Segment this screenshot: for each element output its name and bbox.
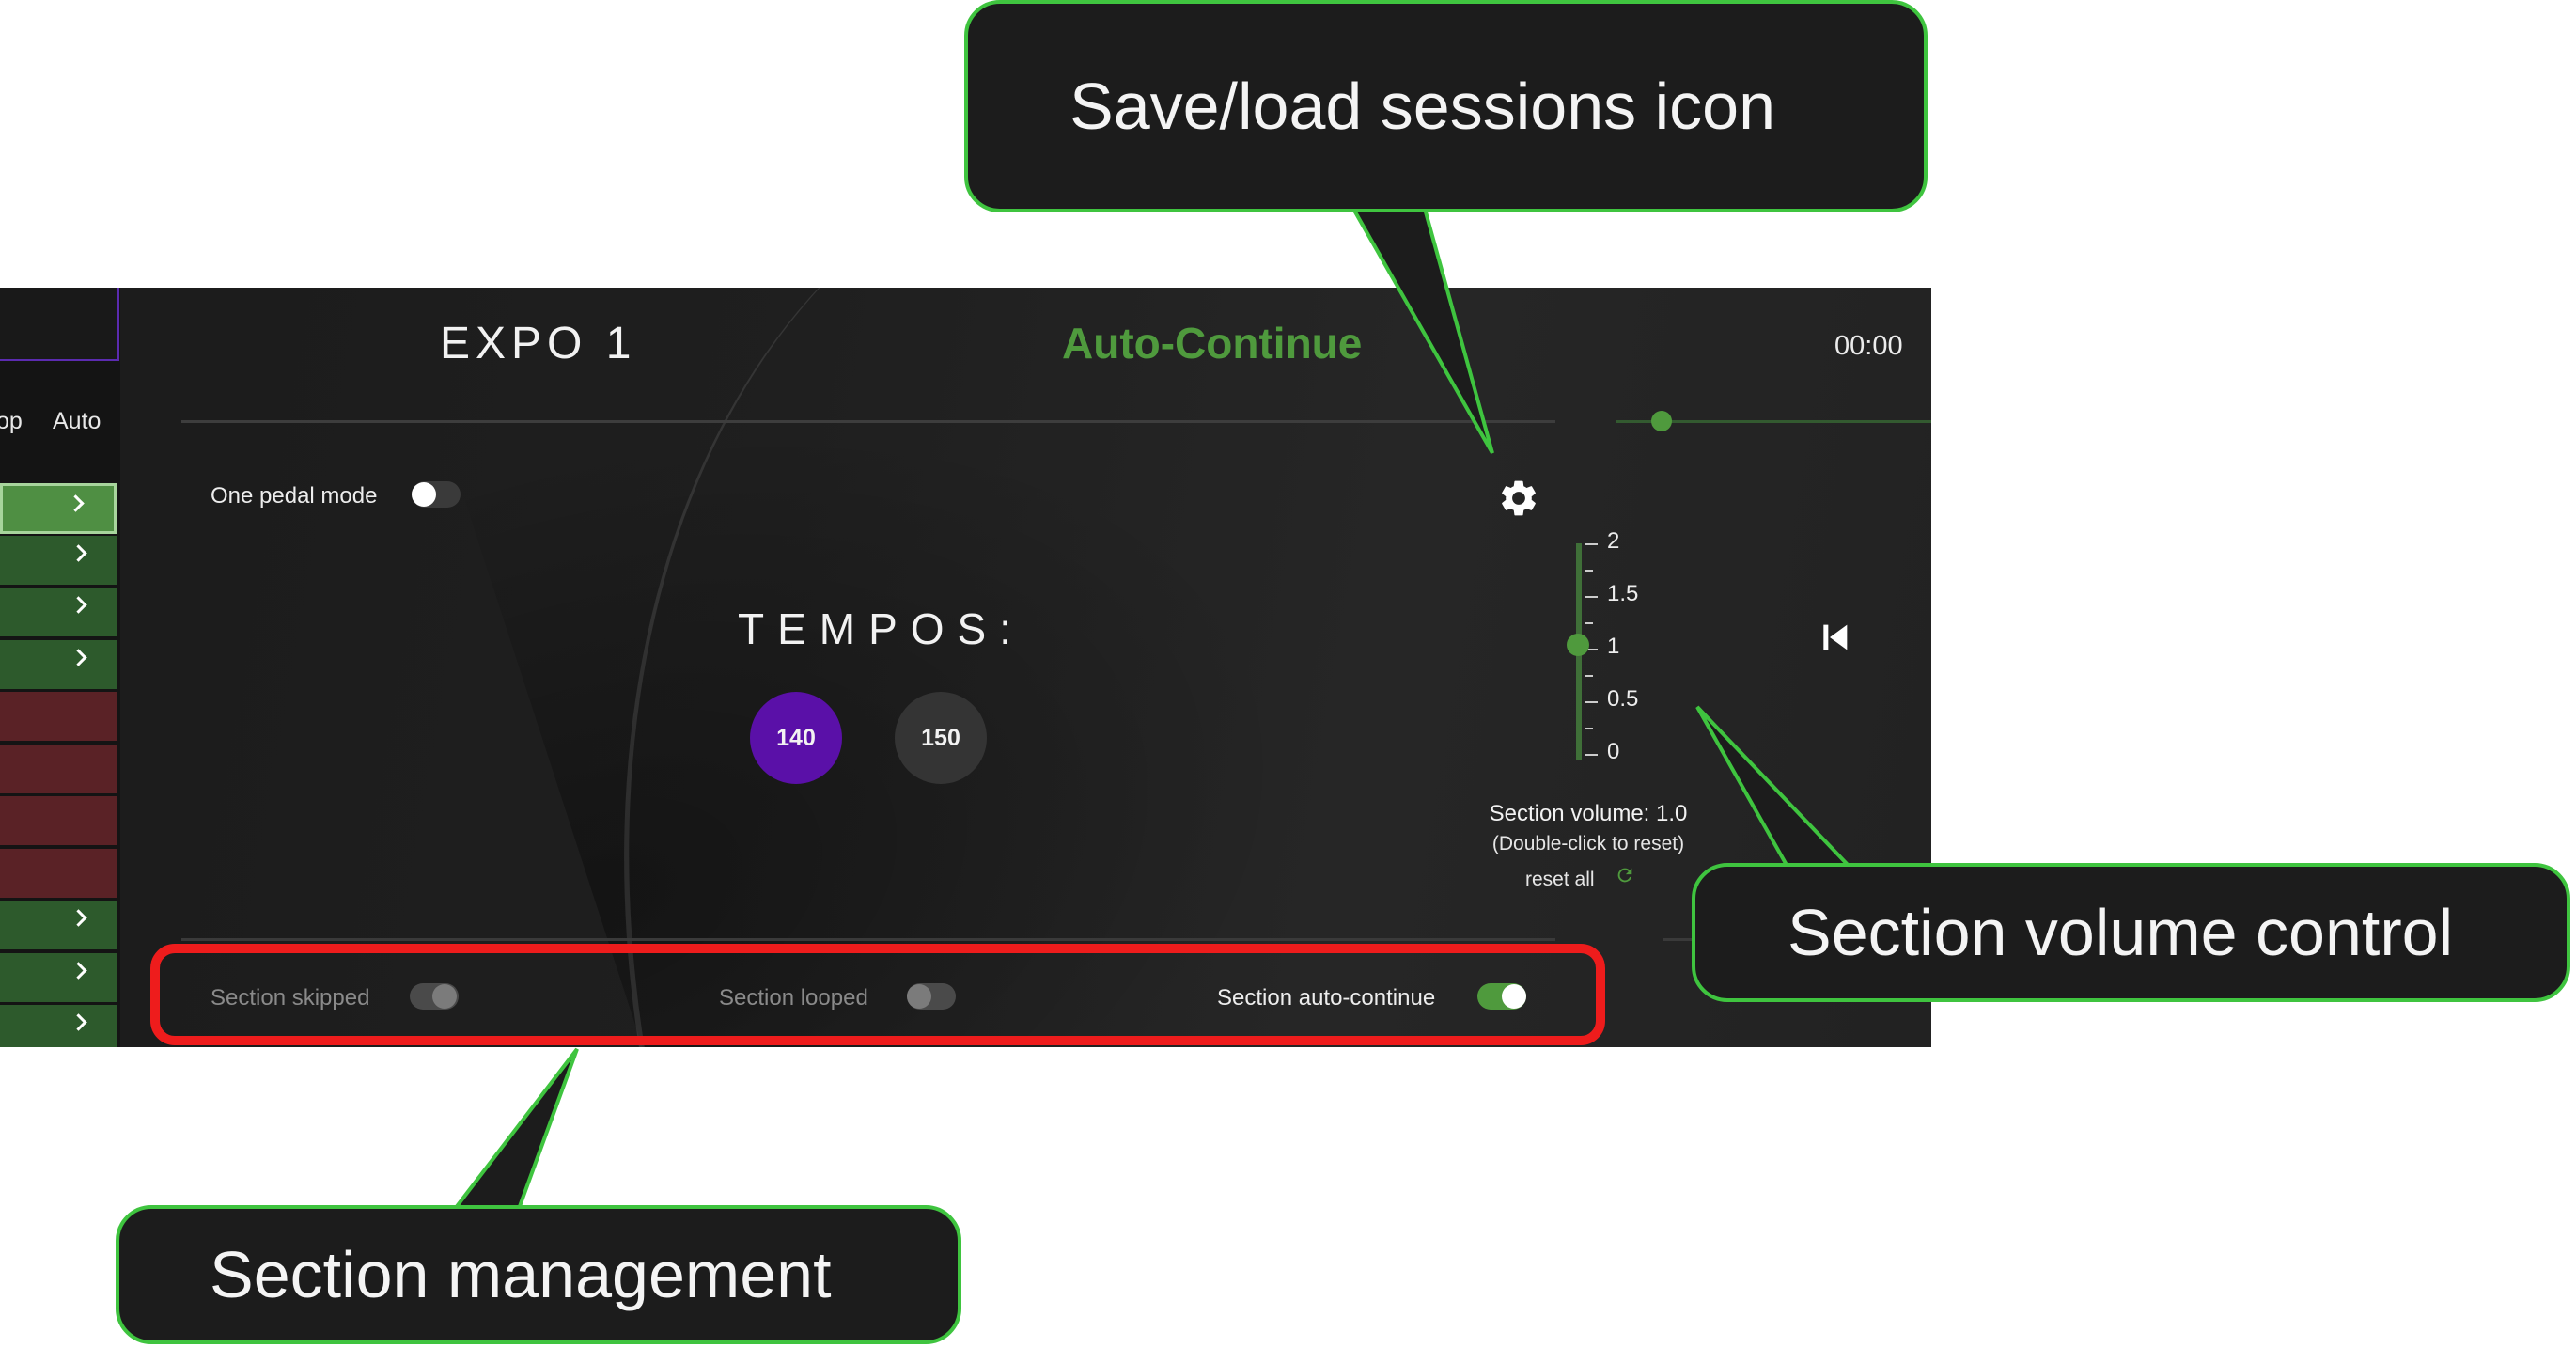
timer: 00:00 [1834, 331, 1903, 361]
section-management-highlight [150, 944, 1605, 1045]
sidebar-row[interactable] [0, 796, 117, 848]
callout-section-management: Section management [116, 1205, 961, 1344]
volume-tick-label: 0.5 [1607, 686, 1639, 712]
chevron-right-icon [70, 909, 87, 927]
chevron-right-icon [70, 543, 87, 562]
volume-tick-label: 0 [1607, 739, 1620, 764]
skip-back-icon[interactable] [1816, 619, 1853, 656]
chevron-right-icon [70, 596, 87, 614]
background-sweep [397, 288, 1319, 1047]
sidebar-row[interactable] [0, 744, 117, 796]
app-panel: op Auto EXPO 1 Auto-Continue 00:00 One p… [0, 288, 1931, 1047]
volume-tick-label: 2 [1607, 528, 1620, 554]
sidebar-row[interactable] [0, 901, 117, 952]
section-auto-continue-label: Section auto-continue [1217, 985, 1436, 1011]
volume-tick [1585, 675, 1593, 677]
volume-tick [1585, 649, 1598, 650]
sidebar-row[interactable] [0, 588, 117, 639]
sidebar-row[interactable] [0, 848, 117, 901]
volume-tick [1585, 622, 1593, 624]
sidebar-row[interactable] [0, 952, 117, 1005]
tempo-button-140[interactable]: 140 [750, 692, 842, 784]
progress-track[interactable] [1616, 420, 1931, 423]
section-skipped-toggle[interactable] [410, 983, 459, 1010]
one-pedal-mode-toggle[interactable] [412, 481, 461, 508]
volume-hint: (Double-click to reset) [1491, 833, 1685, 854]
volume-tick [1585, 754, 1598, 756]
callout-save-load-sessions: Save/load sessions icon [964, 0, 1928, 212]
volume-tick [1585, 543, 1598, 545]
sidebar-header-loop: op [0, 408, 23, 434]
reset-all-link[interactable]: reset all [1525, 869, 1595, 890]
mode-label: Auto-Continue [1062, 319, 1363, 368]
callout-text: Section management [210, 1238, 832, 1311]
divider [181, 938, 1555, 941]
sidebar-row[interactable] [0, 535, 117, 588]
section-skipped-label: Section skipped [211, 985, 370, 1011]
section-auto-continue-toggle[interactable] [1477, 983, 1526, 1010]
chevron-right-icon [70, 1013, 87, 1031]
volume-tick [1585, 570, 1593, 572]
chevron-right-icon [67, 494, 85, 512]
section-title: EXPO 1 [440, 319, 637, 368]
callout-text: Save/load sessions icon [1069, 70, 1775, 143]
toggle-knob [1502, 984, 1526, 1009]
volume-tick [1585, 701, 1598, 703]
sidebar-row[interactable] [0, 639, 117, 692]
chevron-right-icon [70, 648, 87, 666]
sections-sidebar: op Auto [0, 288, 120, 1047]
volume-caption: Section volume: 1.0 [1489, 801, 1688, 826]
volume-tick-label: 1.5 [1607, 581, 1639, 606]
toggle-knob [907, 984, 931, 1009]
chevron-right-icon [70, 961, 87, 980]
toggle-knob [412, 482, 436, 507]
sidebar-row[interactable] [0, 483, 117, 534]
sidebar-header-box[interactable] [0, 288, 119, 361]
progress-knob[interactable] [1651, 411, 1672, 431]
volume-slider-knob[interactable] [1567, 634, 1589, 656]
callout-pointer-section [450, 1047, 579, 1211]
sidebar-row[interactable] [0, 1005, 117, 1047]
volume-tick [1585, 728, 1593, 729]
gear-icon[interactable] [1497, 477, 1540, 520]
callout-text: Section volume control [1788, 896, 2454, 969]
tempo-button-150[interactable]: 150 [895, 692, 987, 784]
volume-tick-label: 1 [1607, 634, 1620, 659]
sidebar-row[interactable] [0, 692, 117, 744]
tempos-heading: TEMPOS: [738, 604, 1025, 653]
toggle-knob [432, 984, 457, 1009]
section-looped-label: Section looped [719, 985, 868, 1011]
callout-section-volume: Section volume control [1692, 863, 2570, 1002]
section-looped-toggle[interactable] [907, 983, 956, 1010]
divider [181, 420, 1555, 423]
volume-tick [1585, 596, 1598, 598]
sidebar-header-auto: Auto [53, 408, 101, 434]
refresh-icon[interactable] [1615, 865, 1635, 886]
background-sweep-shadow [434, 288, 1558, 1047]
one-pedal-mode-label: One pedal mode [211, 483, 378, 509]
